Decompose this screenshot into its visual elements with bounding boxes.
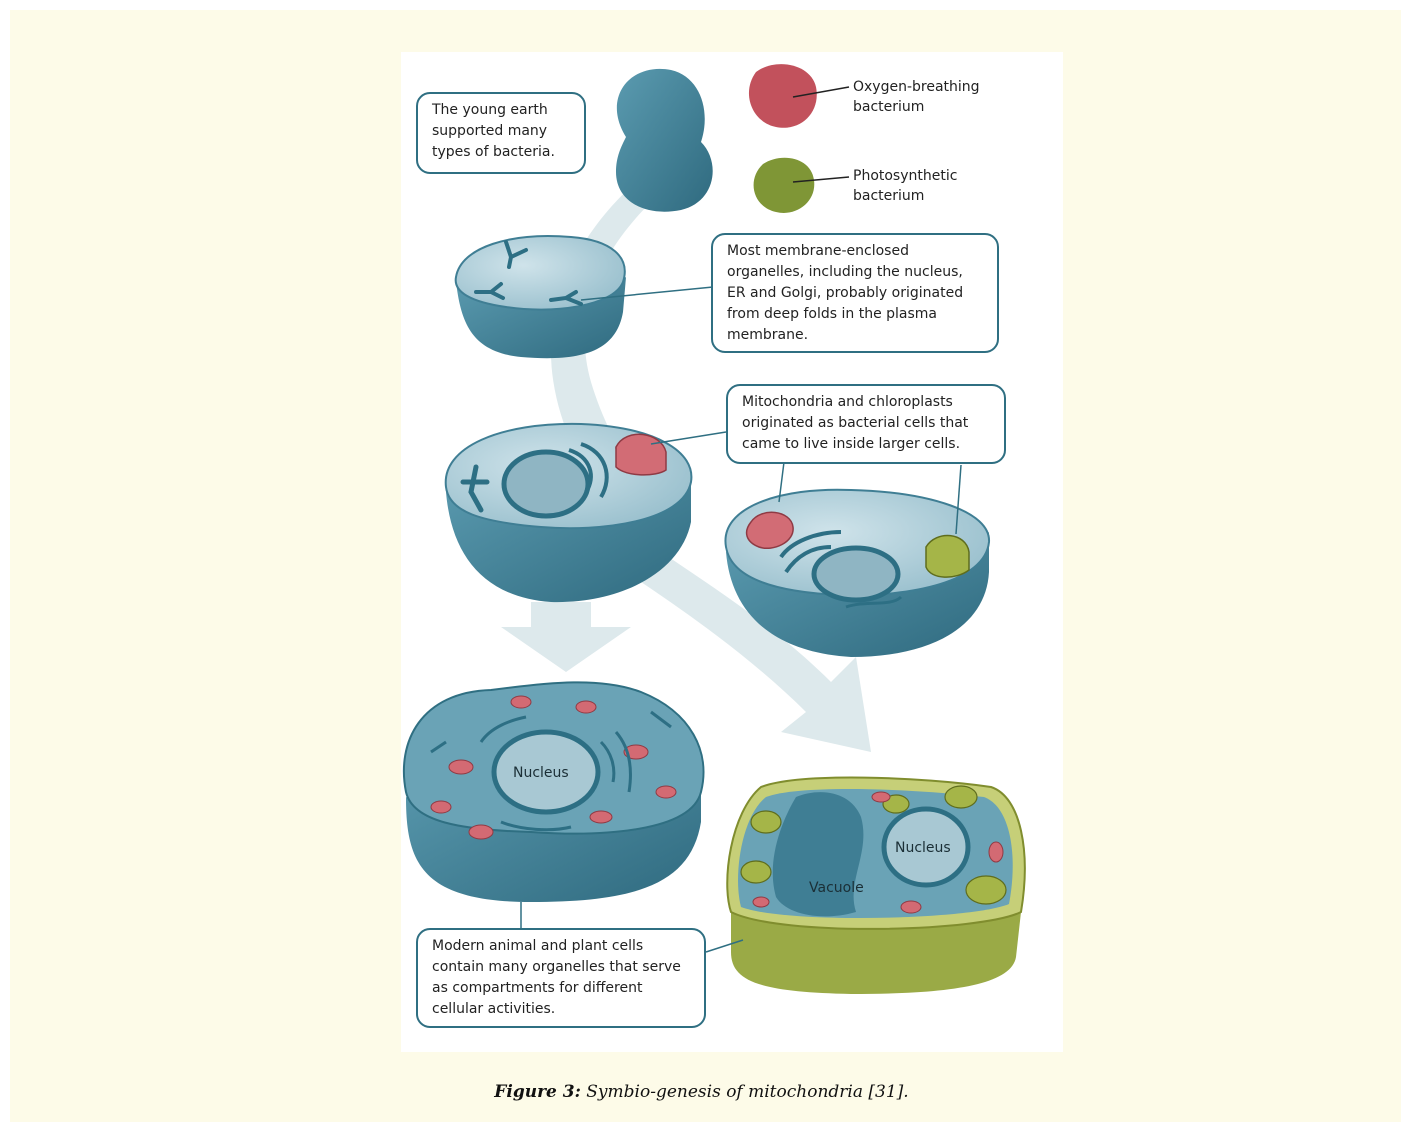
animal-cell [404,682,704,930]
photosynthetic-bacterium-icon [754,158,849,213]
folding-cell [456,236,713,358]
plant-nucleus-label: Nucleus [895,840,951,856]
legend-photo-line2: bacterium [853,186,957,206]
legend-oxygen: Oxygen-breathing bacterium [853,77,980,117]
callout-membrane-folds: Most membrane-enclosed organelles, inclu… [711,233,999,353]
vacuole-label: Vacuole [809,880,864,896]
caption-text: Symbio-genesis of mitochondria [31]. [586,1082,908,1102]
legend-oxygen-line1: Oxygen-breathing [853,77,980,97]
legend-photo-line1: Photosynthetic [853,166,957,186]
callout-modern-cells: Modern animal and plant cells contain ma… [416,928,706,1028]
plant-cell [706,778,1025,994]
oxygen-bacterium-icon [749,64,849,128]
primitive-cell [616,69,713,212]
legend-photo: Photosynthetic bacterium [853,166,957,206]
animal-nucleus-label: Nucleus [513,765,569,781]
callout-young-earth: The young earth supported many types of … [416,92,586,174]
caption-label: Figure 3: [494,1082,581,1102]
legend-oxygen-line2: bacterium [853,97,980,117]
symbiogenesis-figure: The young earth supported many types of … [401,52,1063,1052]
diagram-svg [401,52,1063,1052]
figure-caption: Figure 3: Symbio-genesis of mitochondria… [0,1082,1403,1102]
hosting-cell [725,462,989,657]
callout-mitochondria: Mitochondria and chloroplasts originated… [726,384,1006,464]
